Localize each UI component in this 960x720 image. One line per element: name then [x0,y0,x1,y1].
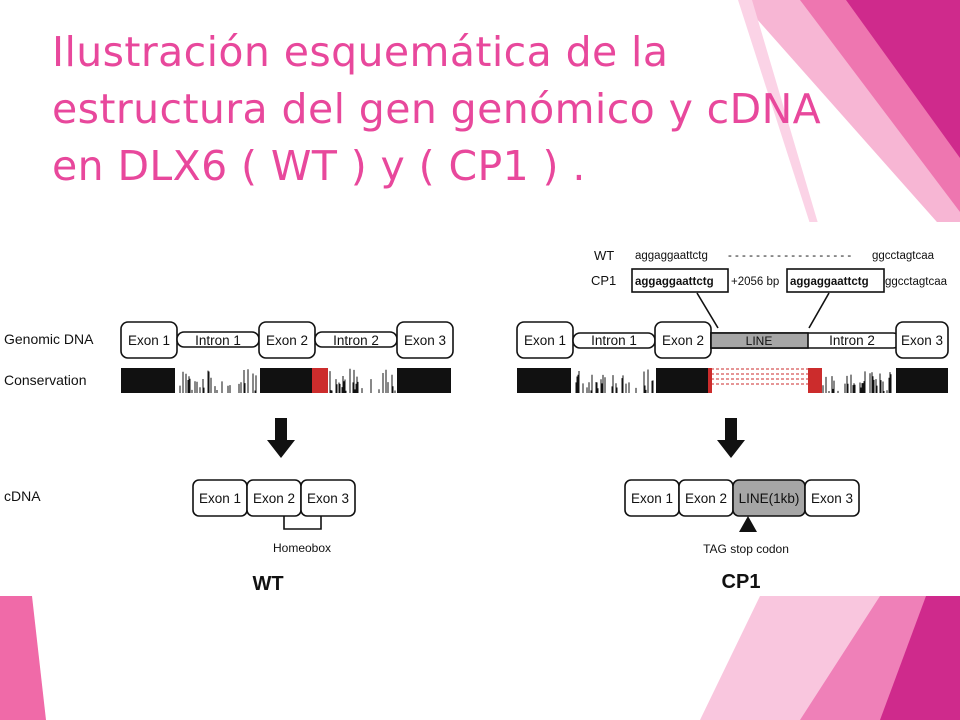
cp1-caption: CP1 [722,571,761,593]
title-line-3: en DLX6 ( WT ) y ( CP1 ) . [52,142,586,190]
cp1-cdna-exon-1-label: Exon 1 [631,491,673,506]
wt-conservation-red-region [312,368,328,393]
callout-line-left [696,292,719,329]
wt-cdna-exon-2-label: Exon 2 [253,491,295,506]
wt-intron-2-label: Intron 2 [333,333,379,348]
wt-down-arrow [267,418,295,458]
cp1-cdna-line-label: LINE(1kb) [739,491,800,506]
cp1-intron-1-label: Intron 1 [591,333,637,348]
row-label-cdna: cDNA [4,488,41,504]
wt-conservation-intron-1 [179,369,257,393]
cp1-exon-1-label: Exon 1 [524,333,566,348]
cp1-conservation-exon-1 [517,368,571,393]
seq-wt-label: WT [594,248,614,263]
row-label-conservation: Conservation [4,372,87,388]
row-label-genomic-dna: Genomic DNA [4,331,94,347]
slide-title: Ilustración esquemática de la estructura … [52,24,872,195]
wt-cdna-exon-3-label: Exon 3 [307,491,349,506]
cp1-conservation-exon-3 [896,368,948,393]
seq-wt-right: ggcctagtcaa [872,250,935,262]
decor-left-tab [0,596,46,720]
wt-exon-3-label: Exon 3 [404,333,446,348]
cp1-cdna-exon-3-label: Exon 3 [811,491,853,506]
seq-box-right [786,268,885,293]
homeobox-bracket [283,516,322,530]
wt-conservation-exon-2 [260,368,312,393]
seq-cp1-insert: +2056 bp [731,276,779,288]
seq-wt-dashes: - - - - - - - - - - - - - - - - - - [728,250,851,262]
title-line-1: Ilustración esquemática de la [52,28,669,76]
homeobox-label: Homeobox [273,541,331,555]
wt-cdna-exon-3-box [300,479,356,517]
decor-bottom-dark [880,596,960,720]
cp1-cdna-exon-3-box [804,479,860,517]
wt-conservation-exon-3 [397,368,451,393]
title-line-2: estructura del gen genómico y cDNA [52,85,822,133]
wt-intron-1-label: Intron 1 [195,333,241,348]
cp1-conservation-intron-1 [575,369,654,393]
cp1-conservation-red-left [708,368,712,393]
seq-box-left [631,268,729,293]
stop-codon-triangle [739,516,757,532]
cp1-conservation-red-right [808,368,822,393]
cp1-exon-3-label: Exon 3 [901,333,943,348]
decor-band-dark [846,0,960,158]
seq-cp1-right: ggcctagtcaa [885,276,948,288]
seq-cp1-box1-text: aggaggaattctg [635,276,714,288]
wt-exon-2-label: Exon 2 [266,333,308,348]
stop-codon-label: TAG stop codon [703,542,789,556]
cp1-cdna-exon-2-label: Exon 2 [685,491,727,506]
wt-exon-1-label: Exon 1 [128,333,170,348]
cp1-down-arrow [717,418,745,458]
callout-line-right [808,292,830,329]
cp1-conservation-exon-2 [656,368,708,393]
cp1-line-element [710,332,809,349]
cp1-exon-2-label: Exon 2 [662,333,704,348]
cp1-conservation-intron-2 [822,371,892,393]
seq-wt-left: aggaggaattctg [635,250,708,262]
seq-cp1-label: CP1 [591,273,616,288]
gene-structure-figure: Genomic DNA Conservation cDNA Exon 1 Int… [0,222,960,595]
cp1-line-label: LINE [746,334,773,348]
cp1-intron-2-label: Intron 2 [829,333,875,348]
wt-conservation-exon-1 [121,368,175,393]
cp1-exon-3-box [895,321,949,359]
conservation-dashed-connectors [711,368,808,385]
decor-thin-stripe [738,0,820,230]
wt-conservation-intron-2 [329,368,396,393]
seq-cp1-box2-text: aggaggaattctg [790,276,869,288]
wt-caption: WT [252,573,283,595]
wt-cdna-exon-1-label: Exon 1 [199,491,241,506]
wt-exon-3-box [396,321,454,359]
